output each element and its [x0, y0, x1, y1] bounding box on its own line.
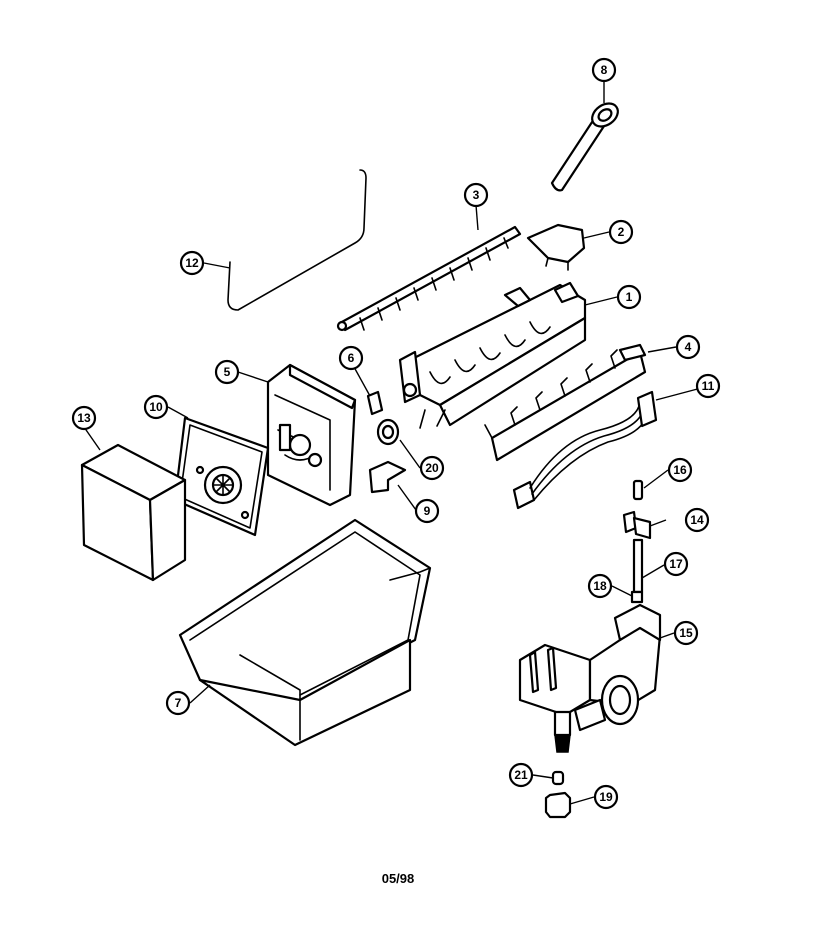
- callout-2: 2: [608, 219, 634, 245]
- callout-13: 13: [71, 405, 97, 431]
- svg-text:10: 10: [149, 400, 163, 414]
- svg-text:3: 3: [473, 188, 480, 202]
- callout-10: 10: [143, 394, 169, 420]
- part-clamp: [622, 510, 652, 540]
- callout-19: 19: [593, 784, 619, 810]
- callout-4: 4: [675, 334, 701, 360]
- part-nut: [630, 590, 644, 604]
- callout-14: 14: [684, 507, 710, 533]
- callout-16: 16: [667, 457, 693, 483]
- callout-17: 17: [663, 551, 689, 577]
- part-wire-harness: [512, 390, 658, 510]
- part-control-housing: [266, 363, 357, 507]
- svg-text:9: 9: [424, 504, 431, 518]
- svg-text:19: 19: [599, 790, 613, 804]
- part-ice-bucket: [178, 518, 432, 747]
- svg-text:4: 4: [685, 340, 692, 354]
- part-motor-plate: [173, 416, 270, 537]
- svg-text:12: 12: [185, 256, 199, 270]
- svg-text:11: 11: [702, 379, 715, 393]
- svg-text:20: 20: [425, 461, 439, 475]
- part-cover: [80, 443, 187, 582]
- svg-text:7: 7: [175, 696, 182, 710]
- part-compression-nut: [544, 791, 572, 819]
- part-ice-mold: [398, 281, 587, 429]
- callout-21: 21: [508, 762, 534, 788]
- callout-11: 11: [695, 373, 721, 399]
- part-insert: [632, 479, 644, 501]
- callout-8: 8: [591, 57, 617, 83]
- callout-20: 20: [419, 455, 445, 481]
- callout-6: 6: [338, 345, 364, 371]
- svg-text:17: 17: [669, 557, 683, 571]
- part-bracket: [368, 460, 407, 494]
- callout-9: 9: [414, 498, 440, 524]
- part-water-valve: [518, 603, 662, 753]
- callout-18: 18: [587, 573, 613, 599]
- part-ejector: [336, 225, 522, 332]
- svg-text:18: 18: [593, 579, 607, 593]
- svg-text:16: 16: [673, 463, 687, 477]
- callout-15: 15: [673, 620, 699, 646]
- leader-lines: [83, 80, 706, 805]
- svg-text:1: 1: [626, 290, 633, 304]
- svg-text:15: 15: [679, 626, 693, 640]
- part-thermostat: [376, 418, 400, 446]
- callout-5: 5: [214, 359, 240, 385]
- svg-text:21: 21: [514, 768, 528, 782]
- callout-1: 1: [616, 284, 642, 310]
- svg-text:8: 8: [601, 63, 608, 77]
- part-shut-off-arm: [227, 169, 367, 311]
- callout-3: 3: [463, 182, 489, 208]
- date-code: 05/98: [382, 871, 415, 886]
- part-fill-cup-tube: [550, 102, 619, 192]
- svg-text:5: 5: [224, 365, 231, 379]
- svg-text:6: 6: [348, 351, 355, 365]
- callout-7: 7: [165, 690, 191, 716]
- part-stripper: [484, 343, 647, 462]
- part-water-tube: [632, 538, 644, 594]
- svg-text:13: 13: [77, 411, 91, 425]
- part-stripper-clip: [526, 223, 586, 271]
- part-switch-clip: [366, 390, 384, 416]
- part-ferrule: [551, 770, 565, 786]
- svg-text:14: 14: [690, 513, 704, 527]
- callout-12: 12: [179, 250, 205, 276]
- svg-text:2: 2: [618, 225, 625, 239]
